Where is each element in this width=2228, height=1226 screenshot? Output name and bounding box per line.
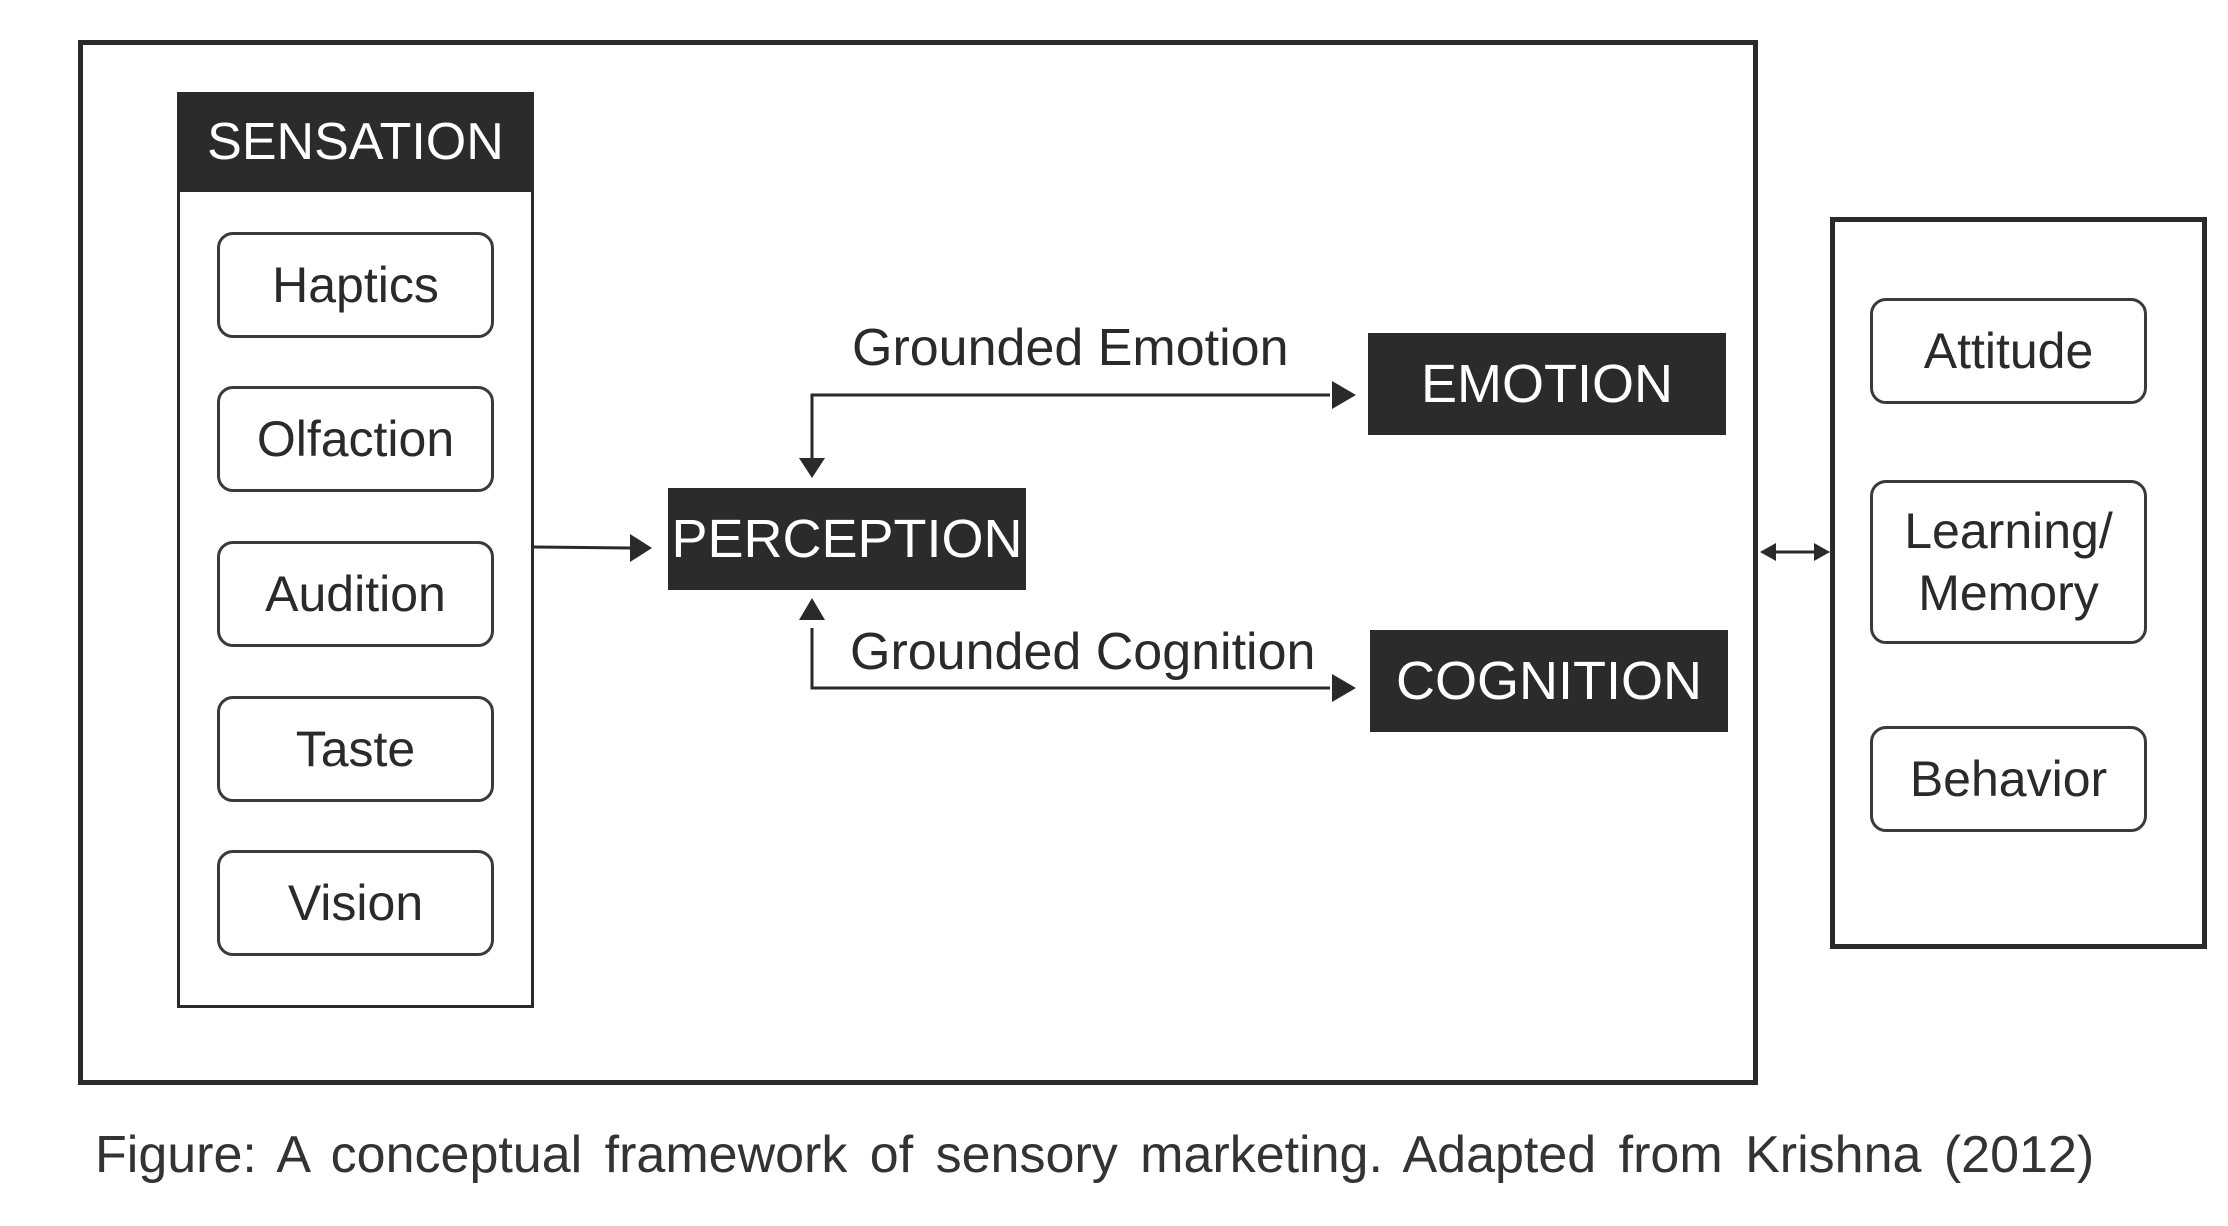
- cognition-arrowhead: [1332, 674, 1356, 702]
- sensation-to-perception-line: [533, 545, 631, 550]
- sensation-item-vision: Vision: [217, 850, 494, 956]
- cognition-box: COGNITION: [1370, 630, 1728, 732]
- perception-arrowhead: [630, 534, 652, 562]
- outcomes-right-arrowhead: [1814, 543, 1830, 561]
- perception-bottom-arrowhead: [799, 598, 825, 620]
- grounded-cognition-label: Grounded Cognition: [850, 623, 1316, 681]
- outcome-learning-line1: Learning/: [1904, 502, 2113, 559]
- figure-caption: Figure: A conceptual framework of sensor…: [95, 1126, 2095, 1184]
- sensation-item-olfaction: Olfaction: [217, 386, 494, 492]
- outcome-learning-memory: Learning/ Memory: [1870, 480, 2147, 644]
- sensation-header: SENSATION: [177, 92, 534, 192]
- outcome-attitude: Attitude: [1870, 298, 2147, 404]
- sensation-item-audition: Audition: [217, 541, 494, 647]
- sensation-item-taste: Taste: [217, 696, 494, 802]
- perception-top-arrowhead: [799, 458, 825, 478]
- emotion-arrowhead: [1332, 381, 1356, 409]
- emotion-box: EMOTION: [1368, 333, 1726, 435]
- emotion-connector-line: [810, 393, 1330, 460]
- cognition-connector-line: [810, 628, 1330, 690]
- sensation-item-haptics: Haptics: [217, 232, 494, 338]
- perception-box: PERCEPTION: [668, 488, 1026, 590]
- outcome-behavior: Behavior: [1870, 726, 2147, 832]
- grounded-emotion-label: Grounded Emotion: [852, 319, 1289, 377]
- framework-left-arrowhead: [1760, 543, 1776, 561]
- outcome-learning-line2: Memory: [1918, 565, 2099, 621]
